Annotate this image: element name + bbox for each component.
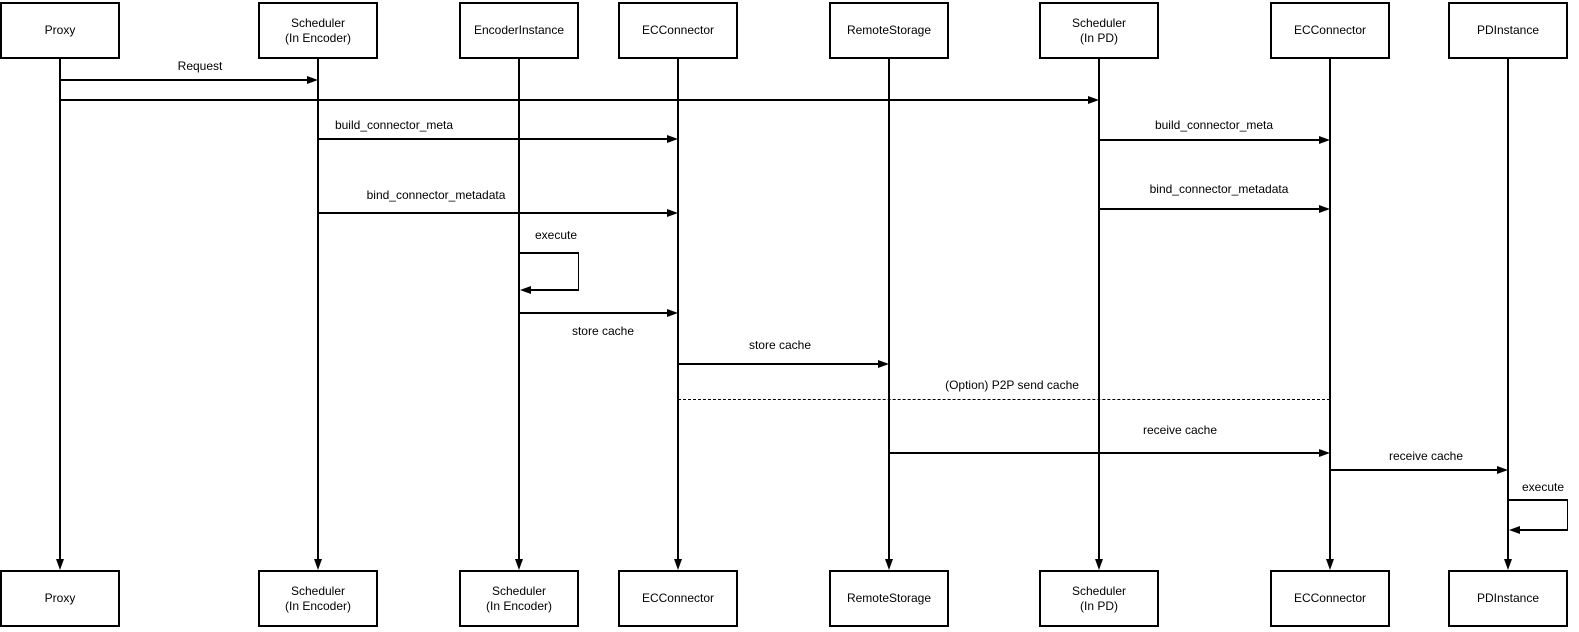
self-message-top-line	[519, 252, 579, 254]
message-line	[1099, 208, 1322, 210]
lifeline-ec-connector-pd	[1329, 59, 1331, 561]
actor-top-label-scheduler-in-pd: Scheduler (In PD)	[1071, 15, 1127, 45]
message-label: store cache	[746, 338, 814, 352]
lifeline-scheduler-in-pd	[1098, 59, 1100, 561]
self-message-right-line	[1566, 499, 1568, 531]
actor-top-label-ec-connector-encoder: ECConnector	[641, 23, 715, 37]
actor-bottom-label-ec-connector-encoder: ECConnector	[641, 591, 715, 605]
lifeline-remote-storage	[888, 59, 890, 561]
lifeline-proxy	[59, 59, 61, 561]
actor-bottom-label-ec-connector-pd: ECConnector	[1293, 591, 1367, 605]
actor-bottom-box-encoder-instance: Scheduler (In Encoder)	[459, 570, 579, 627]
actor-bottom-label-encoder-instance: Scheduler (In Encoder)	[485, 583, 553, 613]
message-line	[519, 312, 670, 314]
actor-top-label-ec-connector-pd: ECConnector	[1293, 23, 1367, 37]
actor-bottom-label-scheduler-in-pd: Scheduler (In PD)	[1071, 583, 1127, 613]
message-line	[318, 212, 670, 214]
actor-bottom-label-pd-instance: PDInstance	[1476, 591, 1540, 605]
lifeline-encoder-instance	[518, 59, 520, 561]
self-message-arrowhead-icon	[520, 285, 531, 294]
actor-bottom-box-scheduler-in-pd: Scheduler (In PD)	[1039, 570, 1159, 627]
self-message-return-line	[529, 289, 579, 291]
message-label: build_connector_meta	[1152, 118, 1276, 132]
actor-top-label-proxy: Proxy	[44, 23, 76, 37]
lifeline-end-arrow-icon-encoder-instance	[514, 559, 523, 570]
lifeline-scheduler-in-encoder	[317, 59, 319, 561]
message-label: build_connector_meta	[332, 118, 456, 132]
lifeline-end-arrow-icon-scheduler-in-encoder	[313, 559, 322, 570]
actor-top-box-ec-connector-pd: ECConnector	[1270, 2, 1390, 59]
message-label: (Option) P2P send cache	[943, 378, 1081, 392]
actor-top-label-encoder-instance: EncoderInstance	[473, 23, 565, 37]
message-label: bind_connector_metadata	[364, 188, 508, 202]
lifeline-end-arrow-icon-remote-storage	[884, 559, 893, 570]
message-arrowhead-icon	[1319, 135, 1330, 144]
actor-top-box-pd-instance: PDInstance	[1448, 2, 1568, 59]
actor-top-label-scheduler-in-encoder: Scheduler (In Encoder)	[284, 15, 352, 45]
actor-bottom-box-proxy: Proxy	[0, 570, 120, 627]
lifeline-end-arrow-icon-ec-connector-encoder	[673, 559, 682, 570]
message-line	[889, 452, 1322, 454]
self-message-right-line	[577, 252, 579, 291]
message-label: execute	[532, 228, 580, 242]
actor-bottom-label-remote-storage: RemoteStorage	[846, 591, 932, 605]
actor-bottom-box-ec-connector-pd: ECConnector	[1270, 570, 1390, 627]
lifeline-end-arrow-icon-pd-instance	[1503, 559, 1512, 570]
lifeline-end-arrow-icon-proxy	[55, 559, 64, 570]
message-line	[1099, 139, 1322, 141]
message-arrowhead-icon	[1319, 448, 1330, 457]
actor-bottom-box-ec-connector-encoder: ECConnector	[618, 570, 738, 627]
message-line	[60, 99, 1091, 101]
message-arrowhead-icon	[307, 75, 318, 84]
message-label: receive cache	[1140, 423, 1220, 437]
message-arrowhead-icon	[1319, 204, 1330, 213]
actor-top-box-proxy: Proxy	[0, 2, 120, 59]
message-arrowhead-icon	[667, 134, 678, 143]
actor-bottom-box-remote-storage: RemoteStorage	[829, 570, 949, 627]
actor-top-label-remote-storage: RemoteStorage	[846, 23, 932, 37]
actor-bottom-label-scheduler-in-encoder: Scheduler (In Encoder)	[284, 583, 352, 613]
actor-bottom-box-scheduler-in-encoder: Scheduler (In Encoder)	[258, 570, 378, 627]
self-message-arrowhead-icon	[1509, 525, 1520, 534]
message-arrowhead-icon	[1088, 95, 1099, 104]
message-line	[60, 79, 310, 81]
message-label: execute	[1519, 480, 1567, 494]
actor-top-box-scheduler-in-pd: Scheduler (In PD)	[1039, 2, 1159, 59]
actor-top-label-pd-instance: PDInstance	[1476, 23, 1540, 37]
message-label: bind_connector_metadata	[1147, 182, 1291, 196]
actor-top-box-ec-connector-encoder: ECConnector	[618, 2, 738, 59]
message-line	[318, 138, 670, 140]
actor-top-box-encoder-instance: EncoderInstance	[459, 2, 579, 59]
message-arrowhead-icon	[667, 208, 678, 217]
lifeline-pd-instance	[1507, 59, 1509, 561]
lifeline-end-arrow-icon-scheduler-in-pd	[1094, 559, 1103, 570]
message-arrowhead-icon	[878, 359, 889, 368]
self-message-top-line	[1508, 499, 1568, 501]
actor-bottom-box-pd-instance: PDInstance	[1448, 570, 1568, 627]
message-label: Request	[175, 59, 225, 73]
actor-bottom-label-proxy: Proxy	[44, 591, 76, 605]
self-message-return-line	[1518, 529, 1568, 531]
message-label: store cache	[569, 324, 637, 338]
actor-top-box-remote-storage: RemoteStorage	[829, 2, 949, 59]
lifeline-ec-connector-encoder	[677, 59, 679, 561]
message-line	[678, 399, 1330, 401]
actor-top-box-scheduler-in-encoder: Scheduler (In Encoder)	[258, 2, 378, 59]
message-line	[678, 363, 881, 365]
message-arrowhead-icon	[667, 308, 678, 317]
message-line	[1330, 469, 1500, 471]
lifeline-end-arrow-icon-ec-connector-pd	[1325, 559, 1334, 570]
message-label: receive cache	[1386, 449, 1466, 463]
message-arrowhead-icon	[1497, 465, 1508, 474]
